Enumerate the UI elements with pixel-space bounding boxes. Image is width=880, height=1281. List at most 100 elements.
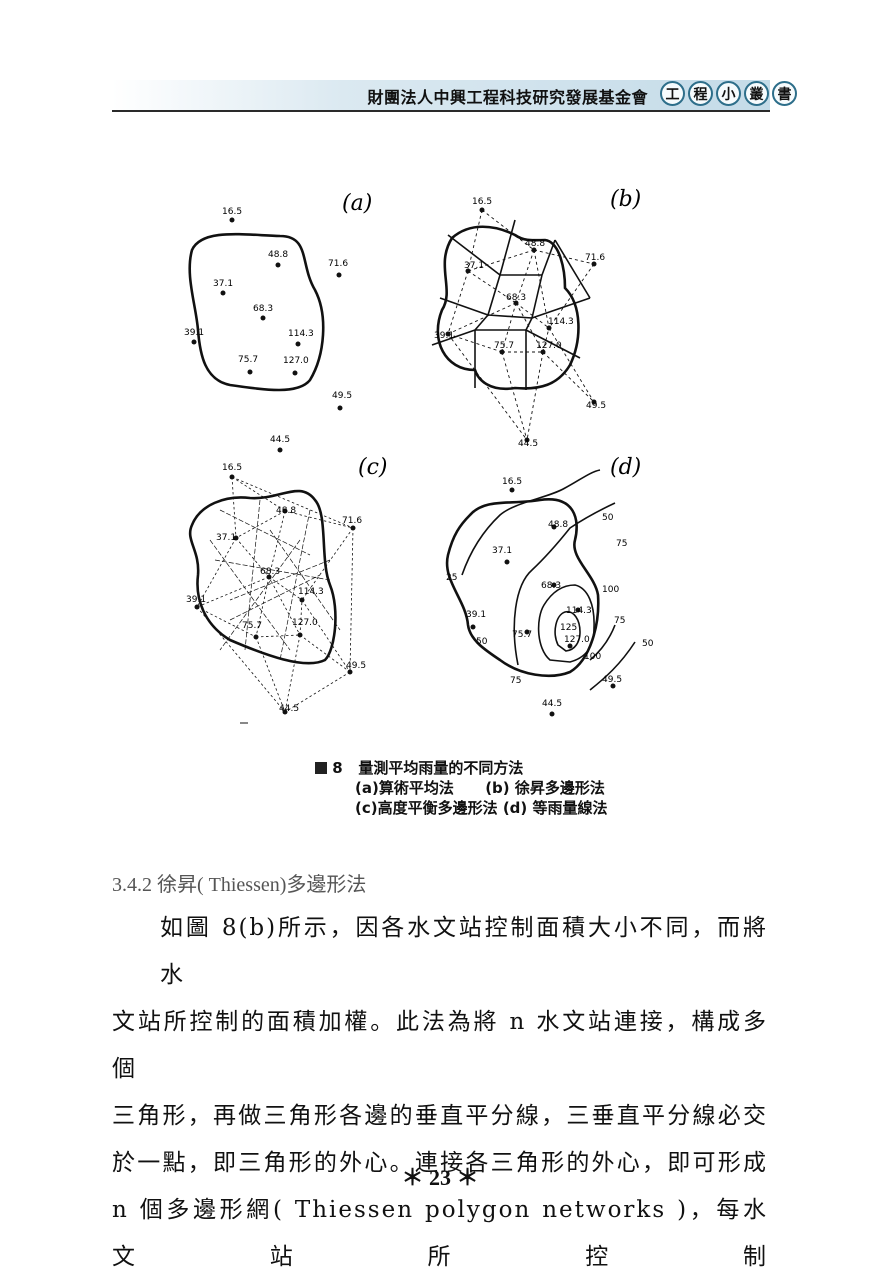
basin-outline bbox=[445, 498, 600, 678]
station-label: 48.8 bbox=[268, 250, 288, 260]
station-label: 48.8 bbox=[525, 239, 545, 249]
series-badge: 工 bbox=[660, 81, 685, 106]
section-heading: 3.4.2 徐昇( Thiessen)多邊形法 bbox=[112, 874, 367, 896]
thiessen-triangles bbox=[447, 209, 595, 441]
station-label: 37.1 bbox=[464, 261, 484, 271]
contour-label: 25 bbox=[446, 573, 457, 583]
station-label: 44.5 bbox=[279, 704, 299, 714]
panel-b bbox=[431, 209, 595, 441]
basin-outline bbox=[188, 489, 337, 665]
station-label: 68.3 bbox=[541, 581, 561, 591]
station-label: 39.1 bbox=[186, 595, 206, 605]
station-label: 39.1 bbox=[434, 331, 454, 341]
paragraph-line: 文站所控制的面積加權。此法為將 n 水文站連接，構成多個 bbox=[112, 1009, 768, 1082]
basin-outline bbox=[188, 232, 325, 392]
isohyet-75 bbox=[513, 502, 616, 666]
contour-label: 100 bbox=[602, 585, 619, 595]
contour-label: 50 bbox=[642, 639, 654, 649]
body-text: 如圖 8(b)所示，因各水文站控制面積大小不同，而將水 文站所控制的面積加權。此… bbox=[112, 905, 768, 1281]
station-label: 37.1 bbox=[216, 533, 236, 543]
series-badge: 書 bbox=[772, 81, 797, 106]
station-label: 75.7 bbox=[494, 341, 514, 351]
station-label: 127.0 bbox=[536, 341, 562, 351]
station-label: 49.5 bbox=[332, 391, 352, 401]
polygon-network bbox=[196, 476, 354, 713]
station-label: 44.5 bbox=[270, 435, 290, 445]
station-label: 75.7 bbox=[512, 630, 532, 640]
caption-fig-marker bbox=[315, 762, 327, 774]
station-dots bbox=[191, 207, 616, 717]
isohyet-25 bbox=[461, 469, 601, 576]
panel-label-b: (b) bbox=[610, 187, 641, 212]
header-rule bbox=[112, 110, 770, 112]
contour-label: 50 bbox=[476, 637, 488, 647]
contour-label: 125 bbox=[560, 623, 577, 633]
station-label: 16.5 bbox=[502, 477, 522, 487]
isohyet-100 bbox=[537, 584, 595, 663]
station-labels-a: 16.5 48.8 71.6 37.1 68.3 114.3 39.1 75.7… bbox=[184, 207, 352, 445]
station-label: 39.1 bbox=[184, 328, 204, 338]
station-label: 75.7 bbox=[238, 355, 258, 365]
contour-labels-d: 25 50 75 100 125 50 75 100 75 50 bbox=[446, 513, 654, 686]
figure-svg: (a) (b) (c) (d) 16.5 48.8 71.6 37.1 68.3… bbox=[184, 187, 654, 724]
isohyet-75-east bbox=[589, 624, 616, 661]
station-label: 71.6 bbox=[328, 259, 348, 269]
station-label: 44.5 bbox=[518, 439, 538, 449]
isohyet-125 bbox=[554, 610, 581, 652]
station-label: 114.3 bbox=[288, 329, 314, 339]
station-label: 44.5 bbox=[542, 699, 562, 709]
station-label: 16.5 bbox=[222, 207, 242, 217]
page-number: ＊ 23 ＊ bbox=[401, 1165, 479, 1190]
station-label: 48.8 bbox=[548, 520, 568, 530]
paragraph-line: n 個多邊形網( Thiessen polygon networks )，每水文… bbox=[112, 1197, 768, 1270]
station-label: 49.5 bbox=[346, 661, 366, 671]
station-label: 68.3 bbox=[506, 293, 526, 303]
caption-title: 量測平均雨量的不同方法 bbox=[358, 759, 524, 777]
caption-line-a: (a)算術平均法 bbox=[355, 779, 454, 797]
panel-d bbox=[445, 469, 636, 691]
station-label: 49.5 bbox=[602, 675, 622, 685]
station-label: 16.5 bbox=[472, 197, 492, 207]
station-label: 16.5 bbox=[222, 463, 242, 473]
station-labels-d: 16.5 48.8 37.1 68.3 114.3 39.1 75.7 127.… bbox=[466, 477, 622, 709]
contour-label: 100 bbox=[584, 652, 601, 662]
station-label: 71.6 bbox=[342, 516, 362, 526]
station-label: 68.3 bbox=[253, 304, 273, 314]
paragraph-line: 三角形，再做三角形各邊的垂直平分線，三垂直平分線必交 bbox=[112, 1103, 768, 1129]
station-labels-c: 16.5 48.8 71.6 37.1 68.3 114.3 39.1 75.7… bbox=[186, 463, 366, 714]
station-label: 114.3 bbox=[566, 606, 592, 616]
station-label: 114.3 bbox=[548, 317, 574, 327]
station-label: 71.6 bbox=[585, 253, 605, 263]
station-label: 37.1 bbox=[492, 546, 512, 556]
figure-rainfall-methods: (a) (b) (c) (d) 16.5 48.8 71.6 37.1 68.3… bbox=[170, 180, 670, 740]
station-labels-b: 16.5 48.8 71.6 37.1 68.3 114.3 39.1 75.7… bbox=[434, 197, 606, 449]
station-label: 75.7 bbox=[242, 621, 262, 631]
station-label: 68.3 bbox=[260, 567, 280, 577]
panel-c bbox=[188, 476, 354, 724]
caption-fig-number: 8 bbox=[332, 759, 343, 777]
caption-line-b: (b) 徐昇多邊形法 bbox=[485, 779, 605, 797]
figure-caption: 8 量測平均雨量的不同方法 (a)算術平均法 (b) 徐昇多邊形法 (c)高度平… bbox=[315, 758, 608, 818]
panel-label-d: (d) bbox=[610, 455, 641, 480]
series-badges: 工 程 小 叢 書 bbox=[660, 81, 797, 106]
station-label: 49.5 bbox=[586, 401, 606, 411]
thiessen-polygons bbox=[431, 219, 591, 390]
isohyets bbox=[461, 469, 636, 691]
station-label: 114.3 bbox=[298, 587, 324, 597]
series-badge: 小 bbox=[716, 81, 741, 106]
series-badge: 程 bbox=[688, 81, 713, 106]
paragraph-line: 如圖 8(b)所示，因各水文站控制面積大小不同，而將水 bbox=[160, 915, 768, 988]
caption-line-cd: (c)高度平衡多邊形法 (d) 等雨量線法 bbox=[355, 799, 608, 817]
panel-label-a: (a) bbox=[342, 191, 372, 216]
contour-label: 75 bbox=[510, 676, 521, 686]
panel-a bbox=[188, 232, 325, 392]
contour-label: 50 bbox=[602, 513, 614, 523]
polygon-network-fine bbox=[209, 499, 341, 661]
panel-label-c: (c) bbox=[358, 455, 388, 480]
station-label: 37.1 bbox=[213, 279, 233, 289]
contour-label: 75 bbox=[614, 616, 625, 626]
series-badge: 叢 bbox=[744, 81, 769, 106]
station-label: 127.0 bbox=[564, 635, 590, 645]
isohyet-50-east bbox=[589, 641, 636, 691]
station-label: 48.8 bbox=[276, 506, 296, 516]
